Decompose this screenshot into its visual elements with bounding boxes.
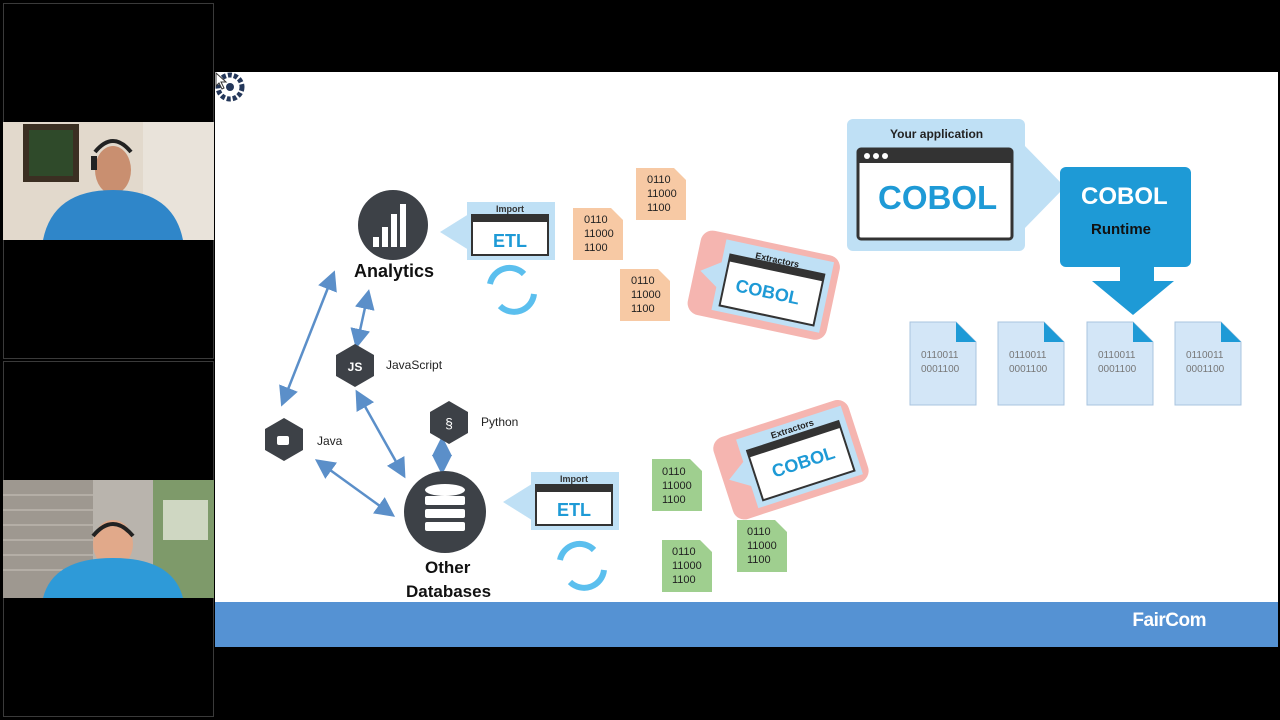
green-binary-doc-3: [662, 540, 712, 592]
orange-binary-doc-3: [620, 269, 670, 321]
svg-text:ETL: ETL: [493, 231, 527, 251]
analytics-label: Analytics: [354, 261, 435, 281]
svg-text:Import: Import: [560, 474, 588, 484]
javascript-hex-icon: JS: [336, 344, 374, 387]
faircom-logo-icon: [215, 72, 245, 102]
python-hex-icon: §: [430, 401, 468, 444]
runtime-cobol-label: COBOL: [1081, 183, 1168, 210]
svg-text:Import: Import: [496, 204, 524, 214]
faircom-brand-text: FairCom: [1132, 610, 1206, 631]
output-files: [909, 321, 1242, 406]
refresh-icon-top: [487, 264, 537, 315]
analytics-icon: [358, 190, 428, 260]
python-label: Python: [481, 415, 519, 429]
slide-footer-bar: [215, 602, 1278, 647]
participant-video-2: [3, 480, 214, 598]
cobol-runtime-box: [1060, 167, 1191, 315]
participant-video-1: [3, 122, 214, 240]
java-label: Java: [317, 434, 343, 448]
shared-slide: JS § ETL Import ETL Import: [215, 72, 1278, 647]
other-databases-label-1: Other: [425, 558, 471, 577]
mouse-cursor-icon: [215, 72, 228, 90]
green-binary-doc-2: [737, 520, 787, 572]
etl-import-bottom: ETL Import: [503, 472, 619, 530]
orange-binary-doc-1: [636, 168, 686, 220]
extractors-cobol-top: [687, 230, 840, 340]
refresh-icon-bottom: [557, 540, 607, 591]
other-databases-label-2: Databases: [406, 582, 492, 601]
your-application-panel: [847, 119, 1065, 251]
connector-lines: [279, 270, 452, 517]
java-hex-icon: [265, 418, 303, 461]
svg-text:§: §: [445, 415, 453, 431]
svg-text:ETL: ETL: [557, 500, 591, 520]
javascript-label: JavaScript: [386, 358, 443, 372]
application-cobol-label: COBOL: [878, 179, 998, 216]
svg-text:JS: JS: [348, 360, 363, 374]
orange-binary-doc-2: [573, 208, 623, 260]
etl-import-top: ETL Import: [440, 202, 555, 260]
extractors-cobol-bottom: [713, 399, 869, 520]
database-icon: [404, 471, 486, 553]
your-application-label: Your application: [890, 127, 984, 141]
green-binary-doc-1: [652, 459, 702, 511]
runtime-label: Runtime: [1091, 221, 1151, 238]
